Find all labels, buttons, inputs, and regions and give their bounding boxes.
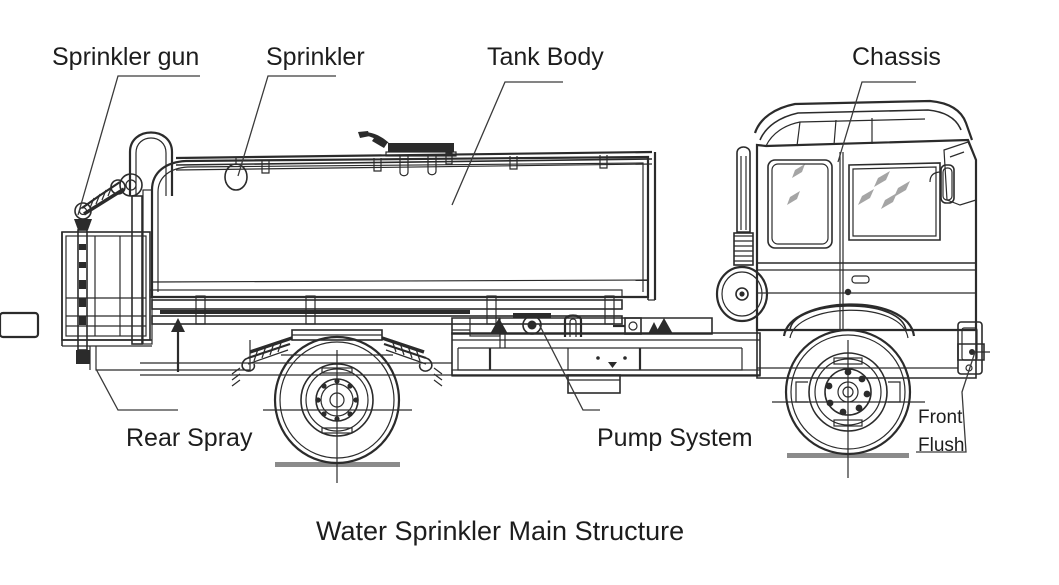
leader-lines bbox=[77, 75, 976, 453]
label-front: Front bbox=[918, 407, 963, 428]
label-chassis: Chassis bbox=[852, 43, 941, 71]
exhaust-stack bbox=[715, 146, 769, 323]
label-pump-system: Pump System bbox=[597, 424, 753, 452]
chassis-frame bbox=[140, 332, 761, 394]
label-rear-spray: Rear Spray bbox=[126, 424, 253, 452]
front-flush-nozzle[interactable] bbox=[957, 343, 990, 361]
cab bbox=[753, 99, 983, 379]
top-manhole-hatch bbox=[358, 131, 457, 177]
sprinkler-gun[interactable] bbox=[74, 131, 174, 365]
label-flush: Flush bbox=[918, 435, 965, 456]
rear-wheel bbox=[273, 335, 401, 465]
sprinkler-nozzle[interactable] bbox=[224, 158, 248, 191]
diagram-title: Water Sprinkler Main Structure bbox=[316, 516, 685, 546]
label-sprinkler: Sprinkler bbox=[266, 43, 365, 71]
pump-system[interactable] bbox=[0, 311, 713, 339]
label-sprinkler-gun: Sprinkler gun bbox=[52, 43, 200, 71]
rear-spray-bar[interactable] bbox=[95, 318, 251, 372]
rear-ladder-platform bbox=[61, 189, 153, 370]
label-tank-body: Tank Body bbox=[487, 43, 604, 71]
rear-leaf-spring-suspension bbox=[231, 329, 443, 387]
